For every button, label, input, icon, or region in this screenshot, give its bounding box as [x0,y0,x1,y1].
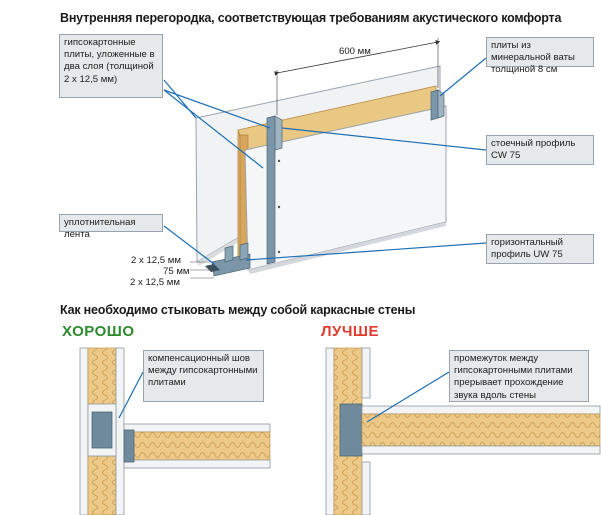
good-joint-drawing [79,347,271,515]
callout-uw-track: горизонтальный профиль UW 75 [486,234,594,264]
front-gypsum-board [244,105,447,274]
leader-line-icon [163,57,487,265]
better-joint-drawing [325,347,601,515]
dimension-600-label: 600 мм [339,46,371,57]
uw-track-profile [205,242,251,277]
callout-gypsum-boards: гипсокартонные плиты, уложенные в два сл… [59,34,163,98]
dimension-board-thickness-2: 2 х 12,5 мм [130,277,180,288]
callout-expansion-joint: компенсационный шов между гипсокартонным… [143,350,264,402]
verdict-better: ЛУЧШЕ [321,323,379,340]
section-title-joints: Как необходимо стыковать между собой кар… [60,303,416,317]
verdict-good: ХОРОШО [62,323,135,340]
page-title: Внутренняя перегородка, соответствующая … [60,11,562,25]
dimension-600-icon [274,38,441,115]
dimension-thickness-icon [190,261,214,279]
dimension-board-thickness-1: 2 х 12,5 мм [131,255,181,266]
callout-gap-between-boards: промежуток между гипсокартонными плитами… [449,350,589,402]
dimension-stud-width: 75 мм [163,266,190,277]
cw-stud-profiles [266,89,445,265]
callout-cw-stud: стоечный профиль CW 75 [486,135,594,165]
callout-mineral-wool: плиты из минеральной ваты толщиной 8 см [486,37,594,75]
callout-sealing-tape: уплотнительная лента [59,214,163,240]
